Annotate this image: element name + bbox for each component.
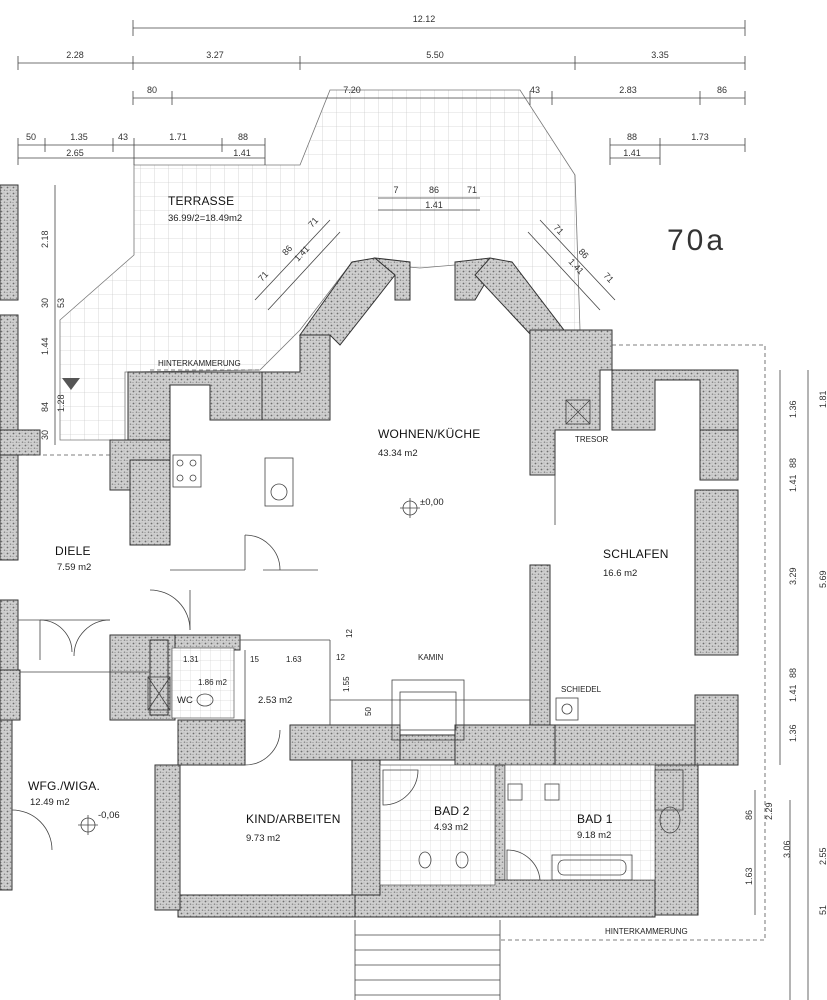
svg-text:1.55: 1.55: [342, 676, 351, 692]
room-bad1: BAD 1: [577, 812, 613, 826]
svg-text:36.99/2=18.49m2: 36.99/2=18.49m2: [168, 213, 242, 224]
svg-text:3.35: 3.35: [651, 50, 669, 60]
svg-text:1.71: 1.71: [169, 132, 187, 142]
entrance-arrow-icon: [62, 378, 80, 390]
svg-text:16.6 m2: 16.6 m2: [603, 568, 637, 579]
room-wohnen: WOHNEN/KÜCHE: [378, 427, 480, 441]
svg-text:12: 12: [336, 653, 345, 662]
svg-text:1.73: 1.73: [691, 132, 709, 142]
label-hinter-bottom: HINTERKAMMERUNG: [605, 927, 688, 936]
svg-text:7: 7: [393, 185, 398, 195]
room-kind: KIND/ARBEITEN: [246, 812, 341, 826]
svg-text:1.28: 1.28: [56, 394, 66, 412]
svg-text:1.41: 1.41: [788, 684, 798, 702]
svg-text:2.65: 2.65: [66, 148, 84, 158]
svg-text:1.36: 1.36: [788, 724, 798, 742]
room-diele: DIELE: [55, 544, 91, 558]
svg-text:15: 15: [250, 655, 259, 664]
svg-text:88: 88: [627, 132, 637, 142]
svg-text:86: 86: [744, 810, 754, 820]
svg-text:2.18: 2.18: [40, 230, 50, 248]
svg-text:7.20: 7.20: [343, 85, 361, 95]
svg-text:88: 88: [238, 132, 248, 142]
svg-text:71: 71: [256, 269, 270, 283]
svg-text:88: 88: [788, 458, 798, 468]
svg-text:1.81: 1.81: [818, 390, 827, 408]
label-schiedel: SCHIEDEL: [561, 685, 602, 694]
svg-text:71: 71: [306, 215, 320, 229]
room-terrasse: TERRASSE: [168, 194, 234, 208]
svg-text:1.31: 1.31: [183, 655, 199, 664]
level-wfg: -0,06: [98, 810, 120, 821]
top-dimension-labels: 12.12 2.28 3.27 5.50 3.35 80 7.20 43 2.8…: [26, 14, 727, 158]
svg-text:5.69: 5.69: [818, 570, 827, 588]
svg-text:71: 71: [602, 271, 616, 285]
bay-dimensions: 7 86 71 1.41 71 86 71 1.41 71 86 71 1.41…: [254, 185, 616, 358]
dim-total: 12.12: [413, 14, 436, 24]
svg-text:2.55: 2.55: [818, 847, 827, 865]
svg-text:71: 71: [467, 185, 477, 195]
room-schlafen: SCHLAFEN: [603, 547, 669, 561]
label-hinter-top: HINTERKAMMERUNG: [158, 359, 241, 368]
svg-text:80: 80: [147, 85, 157, 95]
svg-text:1.63: 1.63: [286, 655, 302, 664]
plan-number: 70a: [667, 224, 726, 257]
svg-text:1.41: 1.41: [788, 474, 798, 492]
svg-text:9.73 m2: 9.73 m2: [246, 833, 280, 844]
svg-text:50: 50: [26, 132, 36, 142]
svg-text:1.41: 1.41: [623, 148, 641, 158]
svg-text:84: 84: [40, 402, 50, 412]
svg-text:88: 88: [788, 668, 798, 678]
svg-text:12: 12: [345, 629, 354, 638]
top-dimensions: [17, 20, 746, 165]
inner-dimensions: 1.31 15 1.63 12 12 1.55 50: [183, 629, 373, 716]
svg-text:1.86 m2: 1.86 m2: [198, 678, 227, 687]
svg-text:2.29: 2.29: [764, 802, 774, 820]
level-wohnen: ±0,00: [420, 497, 444, 508]
svg-text:86: 86: [577, 247, 591, 261]
svg-text:2.83: 2.83: [619, 85, 637, 95]
svg-text:5.50: 5.50: [426, 50, 444, 60]
svg-text:30: 30: [40, 430, 50, 440]
room-wc: WC: [177, 695, 193, 706]
svg-text:50: 50: [364, 707, 373, 716]
svg-text:4.93 m2: 4.93 m2: [434, 822, 468, 833]
room-flur: 2.53 m2: [258, 695, 292, 706]
svg-text:1.41: 1.41: [425, 200, 443, 210]
svg-text:86: 86: [280, 243, 294, 257]
svg-text:3.27: 3.27: [206, 50, 224, 60]
room-wfg: WFG./WIGA.: [28, 779, 100, 793]
svg-text:1.41: 1.41: [233, 148, 251, 158]
svg-text:1.63: 1.63: [744, 867, 754, 885]
svg-text:9.18 m2: 9.18 m2: [577, 830, 611, 841]
svg-text:1.36: 1.36: [788, 400, 798, 418]
svg-text:1.44: 1.44: [40, 337, 50, 355]
right-dimensions: 1.36 88 1.41 3.29 88 1.41 1.36 1.81 5.69…: [744, 370, 827, 1000]
svg-text:1.35: 1.35: [70, 132, 88, 142]
stairs: [354, 920, 501, 1000]
svg-text:86: 86: [717, 85, 727, 95]
walls: [0, 184, 739, 918]
svg-text:43.34 m2: 43.34 m2: [378, 448, 418, 459]
svg-text:51: 51: [818, 905, 827, 915]
svg-text:30: 30: [40, 298, 50, 308]
room-labels: 70a TERRASSE 36.99/2=18.49m2 WOHNEN/KÜCH…: [28, 194, 726, 936]
svg-text:86: 86: [429, 185, 439, 195]
room-bad2: BAD 2: [434, 804, 470, 818]
label-kamin: KAMIN: [418, 653, 444, 662]
label-tresor: TRESOR: [575, 435, 609, 444]
svg-text:71: 71: [552, 223, 566, 237]
svg-text:3.29: 3.29: [788, 567, 798, 585]
svg-text:43: 43: [118, 132, 128, 142]
svg-text:43: 43: [530, 85, 540, 95]
svg-text:53: 53: [56, 298, 66, 308]
svg-text:7.59 m2: 7.59 m2: [57, 562, 91, 573]
left-dimensions: 2.18 30 53 1.44 84 1.28 30: [40, 185, 80, 445]
svg-text:12.49 m2: 12.49 m2: [30, 797, 70, 808]
svg-text:3.06: 3.06: [782, 840, 792, 858]
interior-lines: [11, 344, 766, 1000]
svg-text:2.28: 2.28: [66, 50, 84, 60]
